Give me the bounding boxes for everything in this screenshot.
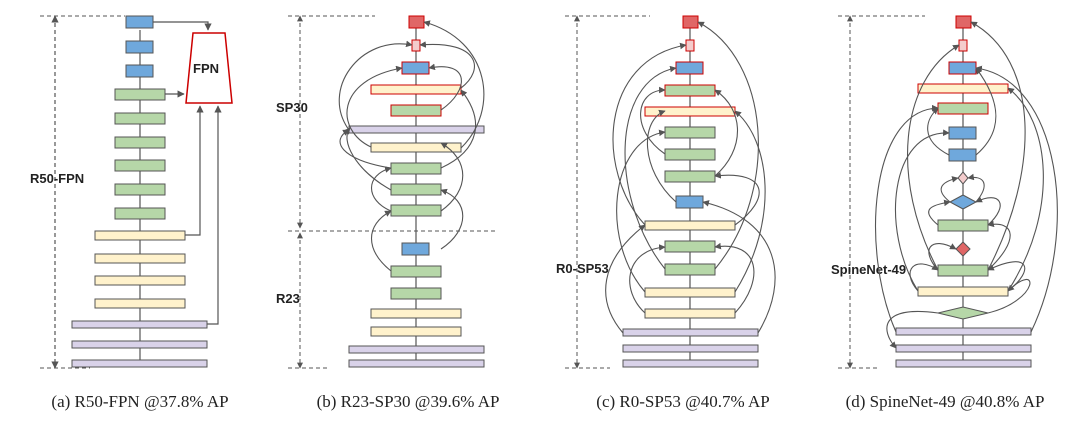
spinenet-49-block-pink-diamond <box>957 171 969 185</box>
r0-sp53-cross-connections <box>605 21 776 334</box>
caption-r50-fpn: (a) R50-FPN @37.8% AP <box>51 392 229 411</box>
r23-sp30-block-red-1 <box>408 15 425 29</box>
r50-fpn-block-blue-2 <box>125 40 154 54</box>
spinenet-49-block-green-3 <box>937 102 989 115</box>
spinenet-49-block-green-diamond <box>937 306 989 320</box>
r50-fpn-block-lav-3 <box>71 320 208 329</box>
r23-sp30-block-green-1 <box>390 287 442 300</box>
r50-fpn-block-lav-1 <box>71 359 208 368</box>
spinenet-49-block-red-1 <box>955 15 972 29</box>
r0-sp53-block-green-3 <box>664 170 716 183</box>
r50-fpn-lateral-arrows <box>153 21 222 325</box>
r50-fpn-block-lav-2 <box>71 340 208 349</box>
spinenet-49-label: SpineNet-49 <box>831 262 906 277</box>
r0-sp53-block-green-6 <box>664 84 716 97</box>
r0-sp53-block-blue-1 <box>675 195 704 209</box>
r23-sp30-block-lav-3 <box>348 125 485 134</box>
r50-fpn-block-green-2 <box>114 183 166 196</box>
spinenet-49-block-lav-3 <box>895 327 1032 336</box>
r23-sp30-block-green-3 <box>390 204 442 217</box>
r50-fpn-block-yellow-3 <box>94 253 186 264</box>
sp30-label: SP30 <box>276 100 308 115</box>
panel-r23-sp30: SP30 R23 <box>276 15 495 369</box>
r0-sp53-block-yellow-1 <box>644 308 736 319</box>
spinenet-49-block-blue-diamond <box>948 194 978 210</box>
spinenet-49-block-lav-1 <box>895 359 1032 368</box>
r50-fpn-label: R50-FPN <box>30 171 84 186</box>
r0-sp53-block-lav-1 <box>622 359 759 368</box>
r0-sp53-block-blue-2 <box>675 61 704 75</box>
r50-fpn-block-yellow-4 <box>94 230 186 241</box>
r0-sp53-block-yellow-3 <box>644 220 736 231</box>
r0-sp53-block-green-2 <box>664 240 716 253</box>
r23-sp30-block-green-2 <box>390 265 442 278</box>
spinenet-49-block-lav-2 <box>895 344 1032 353</box>
r0-sp53-block-green-1 <box>664 263 716 276</box>
r50-fpn-block-yellow-2 <box>94 275 186 286</box>
panel-r0-sp53: R0-SP53 <box>556 15 776 369</box>
r23-sp30-block-yellow-2 <box>370 308 462 319</box>
r50-fpn-block-blue-1 <box>125 64 154 78</box>
r50-fpn-block-green-6 <box>114 88 166 101</box>
r50-fpn-block-yellow-1 <box>94 298 186 309</box>
r50-fpn-block-green-4 <box>114 136 166 149</box>
r0-sp53-block-lav-3 <box>622 328 759 337</box>
r0-sp53-block-pink-1 <box>685 39 695 52</box>
r23-sp30-block-green-5 <box>390 162 442 175</box>
r23-sp30-cross-connections <box>338 20 485 272</box>
r0-sp53-block-red-1 <box>682 15 699 29</box>
spinenet-49-block-yellow-2 <box>917 83 1009 94</box>
r23-sp30-block-blue-1 <box>401 242 430 256</box>
spinenet-49-block-blue-2 <box>948 126 977 140</box>
panel-r50-fpn: R50-FPN FPN <box>30 15 233 369</box>
r0-sp53-block-lav-2 <box>622 344 759 353</box>
spinenet-49-block-green-2 <box>937 219 989 232</box>
panel-spinenet-49: SpineNet-49 <box>831 15 1058 369</box>
fpn-label: FPN <box>193 61 219 76</box>
spinenet-49-cross-connections <box>875 21 1058 349</box>
r50-fpn-block-blue-3 <box>125 15 154 29</box>
r23-sp30-block-yellow-1 <box>370 326 462 337</box>
r23-sp30-block-green-4 <box>390 183 442 196</box>
spinenet-49-block-pink-1 <box>958 39 968 52</box>
r23-sp30-block-lav-1 <box>348 359 485 368</box>
spinenet-49-block-blue-1 <box>948 148 977 162</box>
spinenet-49-block-blue-3 <box>948 61 977 75</box>
r0-sp53-label: R0-SP53 <box>556 261 609 276</box>
r23-sp30-block-lav-2 <box>348 345 485 354</box>
r23-sp30-block-green-6 <box>390 104 442 117</box>
r0-sp53-block-green-5 <box>664 126 716 139</box>
r0-sp53-block-yellow-2 <box>644 287 736 298</box>
r23-label: R23 <box>276 291 300 306</box>
spinenet-49-block-red-diamond <box>955 241 971 257</box>
r0-sp53-block-green-4 <box>664 148 716 161</box>
caption-r0-sp53: (c) R0-SP53 @40.7% AP <box>596 392 770 411</box>
spinenet-49-block-yellow-1 <box>917 286 1009 297</box>
r50-fpn-block-green-5 <box>114 112 166 125</box>
caption-r23-sp30: (b) R23-SP30 @39.6% AP <box>316 392 500 411</box>
r50-fpn-block-green-1 <box>114 207 166 220</box>
r23-sp30-block-yellow-4 <box>370 84 462 95</box>
fpn-module <box>185 32 233 104</box>
r23-sp30-block-blue-2 <box>401 61 430 75</box>
r23-sp30-block-pink-1 <box>411 39 421 52</box>
r50-fpn-block-green-3 <box>114 159 166 172</box>
spinenet-49-block-green-1 <box>937 264 989 277</box>
caption-spinenet-49: (d) SpineNet-49 @40.8% AP <box>845 392 1045 411</box>
